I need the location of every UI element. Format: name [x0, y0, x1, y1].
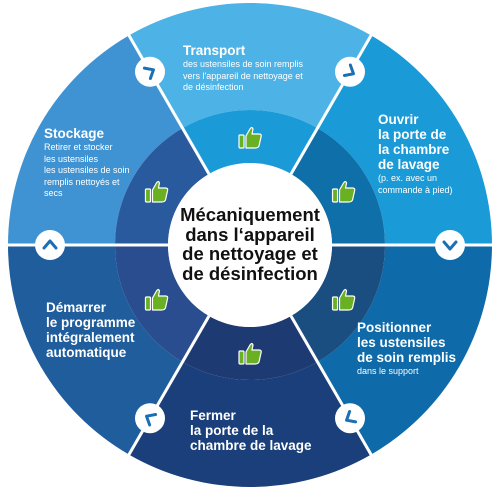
thumbs-up-icon: [144, 180, 169, 203]
step-description: (p. ex. avec un: [378, 173, 438, 183]
step-title: Positionner: [357, 320, 432, 335]
center-label-line: de nettoyage et: [182, 243, 318, 264]
thumbs-up-icon: [331, 288, 356, 311]
chevron-icon: [442, 240, 458, 251]
step-description: vers l'appareil de nettoyage et: [183, 70, 303, 81]
step-title: Démarrer: [46, 300, 107, 315]
step-description: commande à pied): [378, 184, 453, 195]
step-title: de lavage: [378, 157, 440, 172]
step-title: de soin remplis: [357, 350, 457, 365]
step-title: le programme: [46, 315, 136, 330]
step-stockage: Stockage Retirer et stocker les ustensil…: [44, 126, 154, 199]
arrow-badge: [435, 230, 465, 260]
outer-segment-demarrer: [7, 245, 183, 455]
chevron-icon: [142, 66, 155, 80]
step-demarrer: Démarrer le programme intégralement auto…: [46, 300, 176, 360]
center-label-line: Mécaniquement: [180, 204, 320, 225]
outer-segment-ouvrir: [317, 35, 492, 246]
step-description: secs: [44, 188, 63, 198]
segment-divider: [126, 315, 211, 458]
step-title: Ouvrir: [378, 112, 419, 127]
arrow-transport-ouvrir-icon: [335, 56, 365, 87]
step-title: chambre de lavage: [190, 438, 312, 453]
chevron-icon: [342, 63, 355, 77]
arrow-positionner-fermer-icon: [335, 403, 365, 434]
arrow-stockage-transport-icon: [135, 56, 165, 87]
step-description: remplis nettoyés et: [44, 176, 120, 187]
step-description: Retirer et stocker: [44, 142, 113, 152]
segment-divider: [126, 32, 211, 175]
step-description: dans le support: [357, 366, 419, 376]
center-label-line: dans l‘appareil: [185, 223, 315, 245]
step-title: la porte de la: [190, 423, 274, 438]
segment-divider: [289, 315, 374, 458]
step-title: Transport: [183, 43, 246, 58]
step-description: des ustensiles de soin remplis: [183, 59, 304, 69]
arrow-badge: [335, 403, 365, 434]
chevron-icon: [345, 410, 358, 424]
outer-segment-positionner: [317, 245, 492, 455]
arrow-badge: [135, 56, 165, 87]
chevron-icon: [42, 239, 58, 250]
step-title: les ustensiles: [357, 335, 446, 350]
step-transport: Transport des ustensiles de soin remplis…: [183, 43, 333, 93]
thumbs-up-icon: [238, 342, 262, 365]
center-label-line: de désinfection: [182, 262, 318, 284]
step-ouvrir: Ouvrir la porte de la chambre de lavage …: [378, 112, 478, 195]
segment-dividers: [6, 32, 494, 458]
thumbs-up-icons: [144, 126, 356, 365]
arrow-badge: [135, 403, 165, 434]
step-description: de désinfection: [183, 82, 244, 92]
step-title: la chambre: [378, 142, 450, 157]
step-title: la porte de: [378, 127, 447, 142]
step-title: intégralement: [46, 330, 135, 345]
step-description: les ustensiles: [44, 153, 99, 164]
thumbs-up-icon: [238, 126, 262, 149]
inner-segment-stockage: [115, 128, 209, 245]
arrow-fermer-demarrer-icon: [135, 403, 165, 434]
step-title: Stockage: [44, 126, 105, 141]
step-fermer: Fermer la porte de la chambre de lavage: [190, 408, 340, 453]
arrow-badge: [35, 230, 65, 260]
outer-ring: [7, 2, 492, 487]
thumbs-up-icon: [331, 180, 356, 203]
segment-divider: [289, 32, 374, 175]
step-title: Fermer: [190, 408, 236, 423]
center-label: Mécaniquement dans l‘appareil de nettoya…: [160, 205, 340, 283]
center-circle: [168, 163, 332, 327]
outer-segment-stockage: [8, 35, 183, 246]
arrow-badge: [335, 56, 365, 87]
step-positionner: Positionner les ustensiles de soin rempl…: [357, 320, 477, 377]
arrow-demarrer-stockage-icon: [35, 230, 65, 260]
outer-segment-transport: [129, 2, 371, 129]
step-description: les ustensiles de soin: [44, 165, 130, 175]
inner-segment-ouvrir: [291, 128, 385, 245]
thumbs-up-icon: [144, 288, 169, 311]
outer-segment-fermer: [129, 361, 371, 487]
chevron-icon: [145, 413, 158, 427]
arrow-ouvrir-positionner-icon: [435, 230, 465, 260]
step-arrows: [35, 56, 465, 434]
step-title: automatique: [46, 345, 127, 360]
